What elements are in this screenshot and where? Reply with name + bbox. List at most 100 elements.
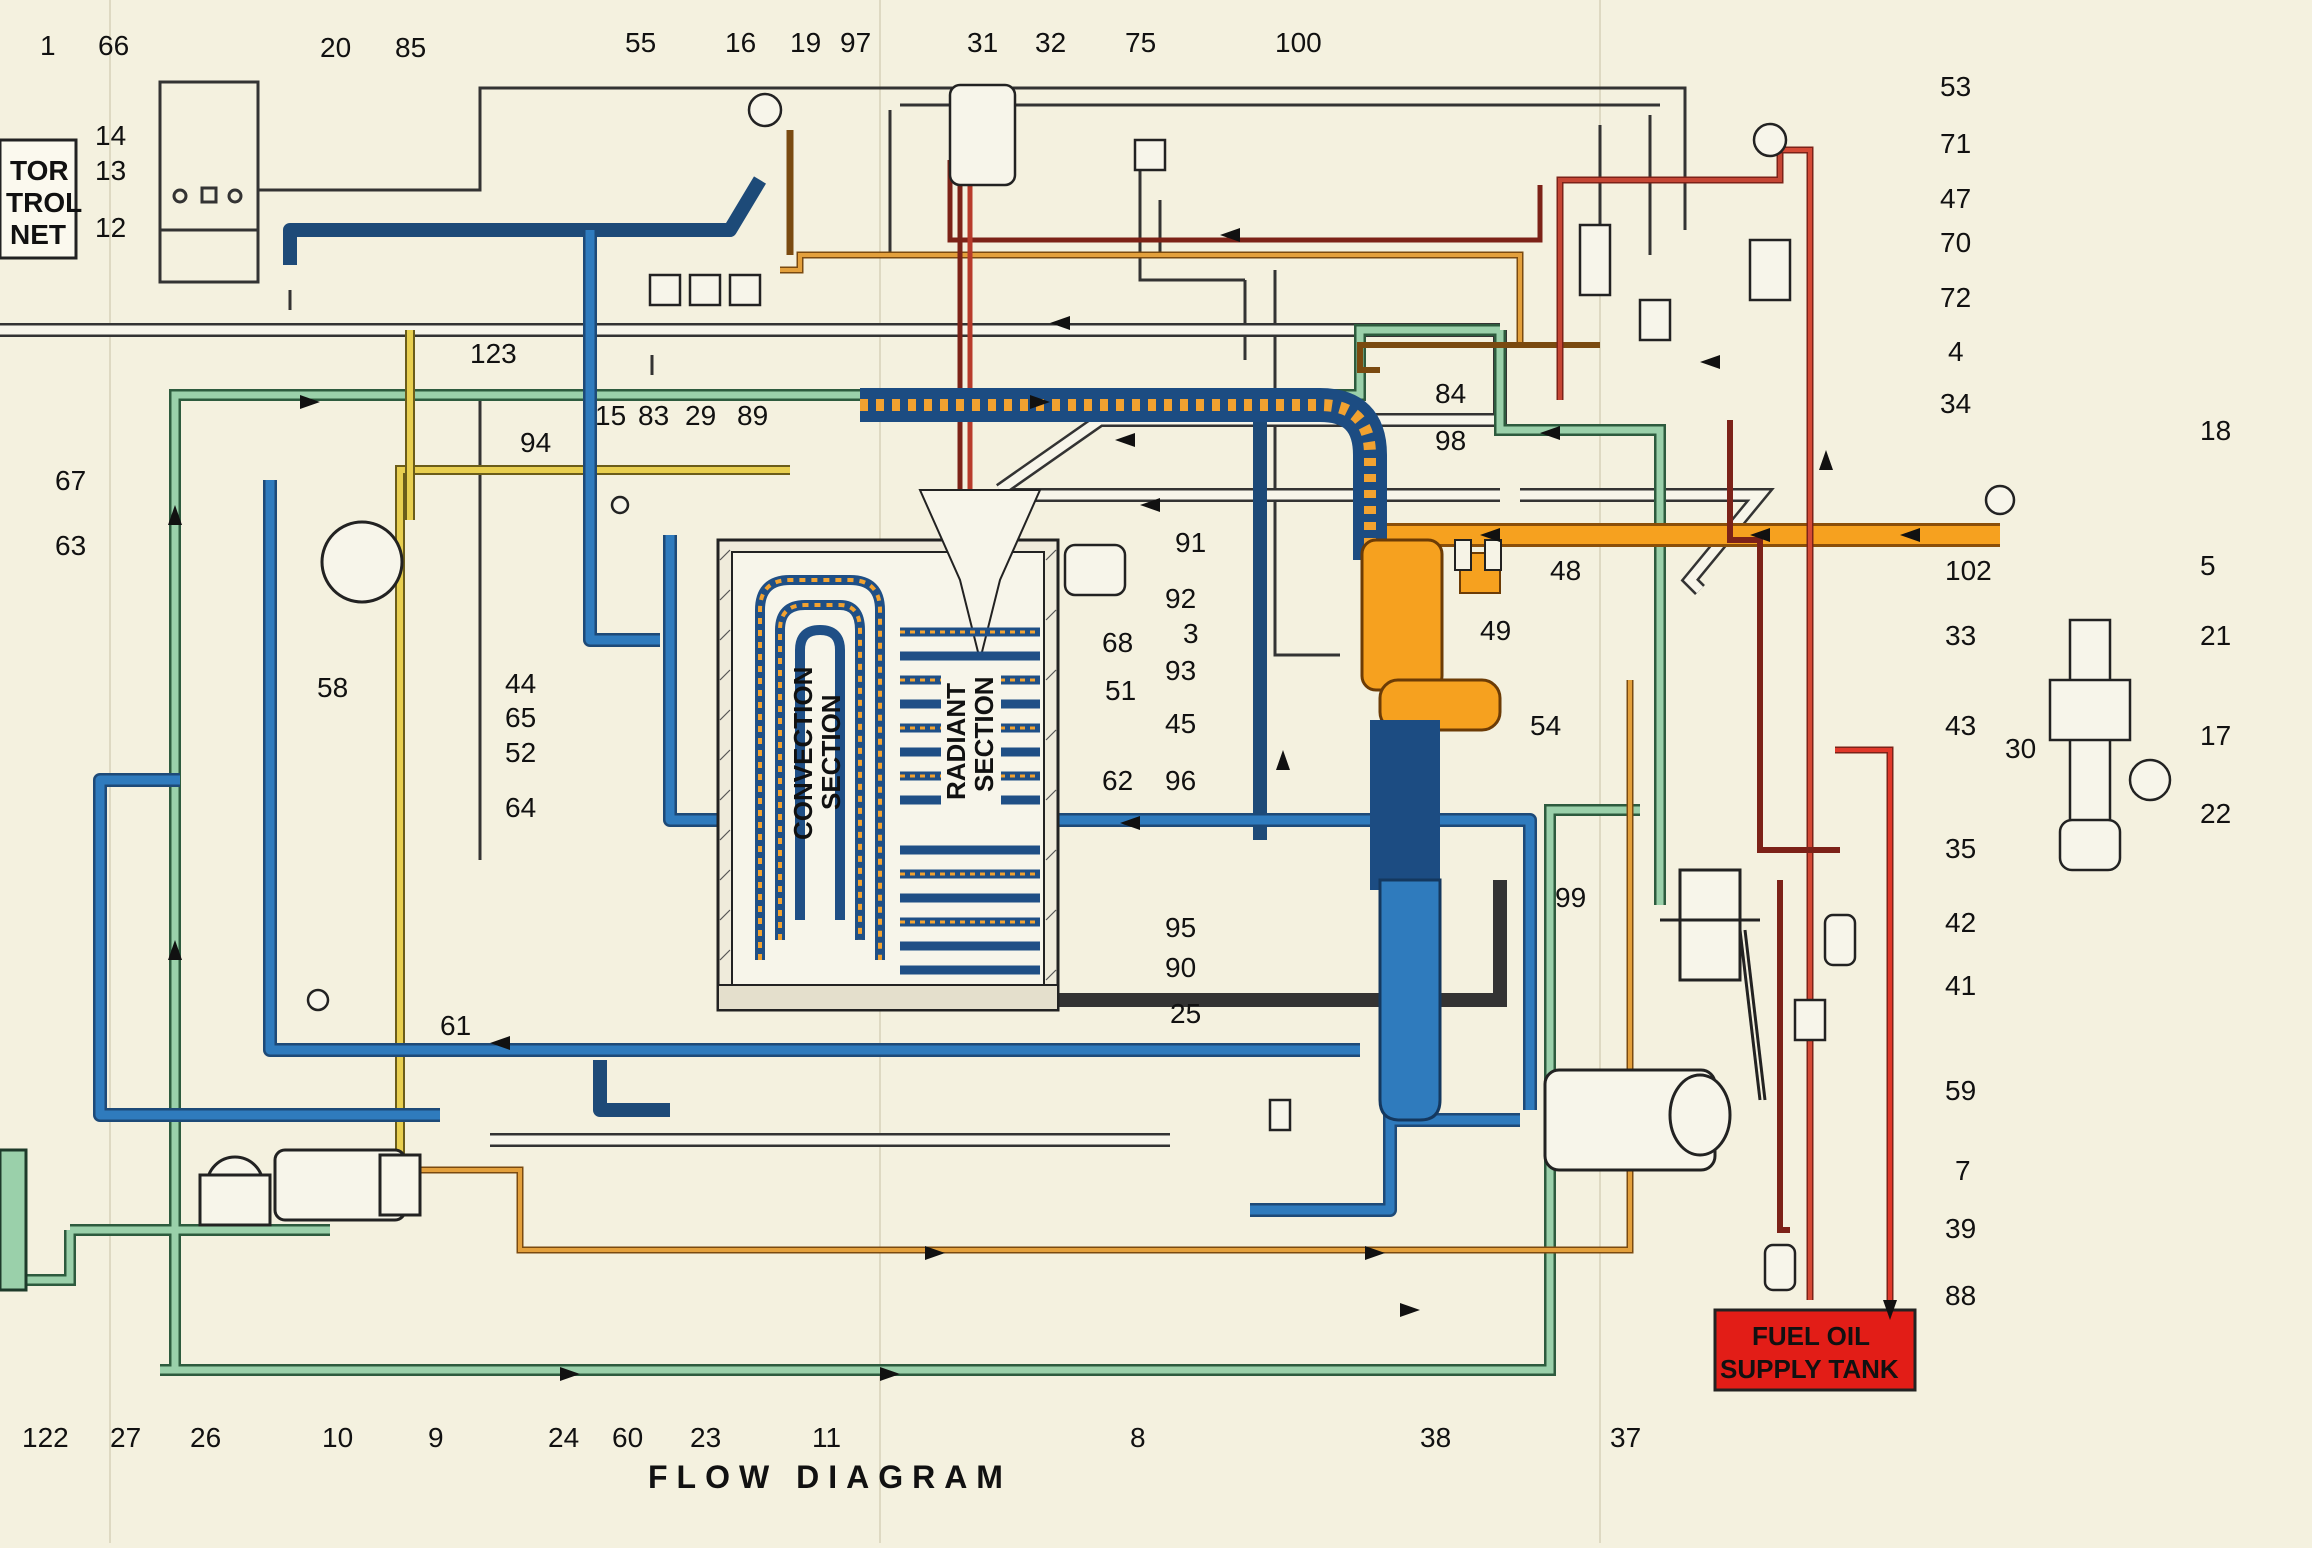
callout-71: 71	[1940, 128, 1971, 159]
callout-90: 90	[1165, 952, 1196, 983]
callout-37: 37	[1610, 1422, 1641, 1453]
callout-9: 9	[428, 1422, 444, 1453]
radiant-label-line-1: RADIANT	[941, 683, 971, 800]
callout-15: 15	[595, 400, 626, 431]
callout-10: 10	[322, 1422, 353, 1453]
callout-16: 16	[725, 27, 756, 58]
callout-18: 18	[2200, 415, 2231, 446]
callout-11: 11	[812, 1422, 841, 1453]
callout-35: 35	[1945, 833, 1976, 864]
callout-7: 7	[1955, 1155, 1971, 1186]
callout-91: 91	[1175, 527, 1206, 558]
tank-label-1: FUEL OIL	[1752, 1321, 1870, 1351]
callout-45: 45	[1165, 708, 1196, 739]
callout-122: 122	[22, 1422, 69, 1453]
callout-94: 94	[520, 427, 551, 458]
callout-83: 83	[638, 400, 669, 431]
callout-97: 97	[840, 27, 871, 58]
callout-29: 29	[685, 400, 716, 431]
blower-58	[320, 520, 404, 604]
callout-85: 85	[395, 32, 426, 63]
flow-arrows	[168, 228, 1920, 1381]
callout-31: 31	[967, 27, 998, 58]
callout-67: 67	[55, 465, 86, 496]
callout-123: 123	[470, 338, 517, 369]
callout-88: 88	[1945, 1280, 1976, 1311]
callout-51: 51	[1105, 675, 1136, 706]
callout-75: 75	[1125, 27, 1156, 58]
callout-32: 32	[1035, 27, 1066, 58]
burner-pump	[198, 1148, 422, 1227]
convection-label: CONVECTION SECTION	[788, 667, 846, 840]
water-tank-122	[0, 1148, 28, 1292]
panel-66	[158, 80, 260, 284]
callout-12: 12	[95, 212, 126, 243]
callout-102: 102	[1945, 555, 1992, 586]
callout-65: 65	[505, 702, 536, 733]
callout-13: 13	[95, 155, 126, 186]
callout-3: 3	[1183, 618, 1199, 649]
callout-24: 24	[548, 1422, 579, 1453]
callout-19: 19	[790, 27, 821, 58]
callout-20: 20	[320, 32, 351, 63]
callout-96: 96	[1165, 765, 1196, 796]
callout-48: 48	[1550, 555, 1581, 586]
callout-62: 62	[1102, 765, 1133, 796]
furnace: CONVECTION SECTION RADIANT SECTION	[716, 489, 1060, 1012]
callout-39: 39	[1945, 1213, 1976, 1244]
callout-68: 68	[1102, 627, 1133, 658]
callout-47: 47	[1940, 183, 1971, 214]
cabinet-label-3: NET	[10, 219, 66, 250]
callout-38: 38	[1420, 1422, 1451, 1453]
callout-17: 17	[2200, 720, 2231, 751]
green-feed-lines-fill	[0, 326, 1664, 1374]
callout-84: 84	[1435, 378, 1466, 409]
callout-54: 54	[1530, 710, 1561, 741]
callout-26: 26	[190, 1422, 221, 1453]
radiant-label: RADIANT SECTION	[941, 670, 1001, 810]
callout-100: 100	[1275, 27, 1322, 58]
callout-21: 21	[2200, 620, 2231, 651]
callout-27: 27	[110, 1422, 141, 1453]
callout-52: 52	[505, 737, 536, 768]
callout-95: 95	[1165, 912, 1196, 943]
callout-53: 53	[1940, 71, 1971, 102]
callout-72: 72	[1940, 282, 1971, 313]
callout-66: 66	[98, 30, 129, 61]
yellow-line	[395, 330, 790, 1160]
callout-58: 58	[317, 672, 348, 703]
callout-99: 99	[1555, 882, 1586, 913]
callout-43: 43	[1945, 710, 1976, 741]
callout-8: 8	[1130, 1422, 1146, 1453]
callout-23: 23	[690, 1422, 721, 1453]
callout-92: 92	[1165, 583, 1196, 614]
callout-30: 30	[2005, 733, 2036, 764]
callout-25: 25	[1170, 998, 1201, 1029]
callout-4: 4	[1948, 336, 1964, 367]
callout-89: 89	[737, 400, 768, 431]
callout-33: 33	[1945, 620, 1976, 651]
callout-14: 14	[95, 120, 126, 151]
callout-61: 61	[440, 1010, 471, 1041]
callout-64: 64	[505, 792, 536, 823]
diagram-title: FLOW DIAGRAM	[648, 1459, 1012, 1495]
red-fuel-lines	[947, 130, 1894, 1300]
callout-93: 93	[1165, 655, 1196, 686]
convection-label-line-2: SECTION	[816, 694, 846, 810]
callout-44: 44	[505, 668, 536, 699]
callout-63: 63	[55, 530, 86, 561]
radiant-label-line-2: SECTION	[969, 676, 999, 792]
cabinet-label-2: TROL	[6, 187, 82, 218]
convection-label-line-1: CONVECTION	[788, 667, 818, 840]
callout-70: 70	[1940, 227, 1971, 258]
callout-98: 98	[1435, 425, 1466, 456]
callout-34: 34	[1940, 388, 1971, 419]
tank-label-2: SUPPLY TANK	[1720, 1354, 1899, 1384]
feed-pump	[1543, 868, 1767, 1172]
callout-1: 1	[40, 30, 56, 61]
callout-55: 55	[625, 27, 656, 58]
callout-5: 5	[2200, 550, 2216, 581]
